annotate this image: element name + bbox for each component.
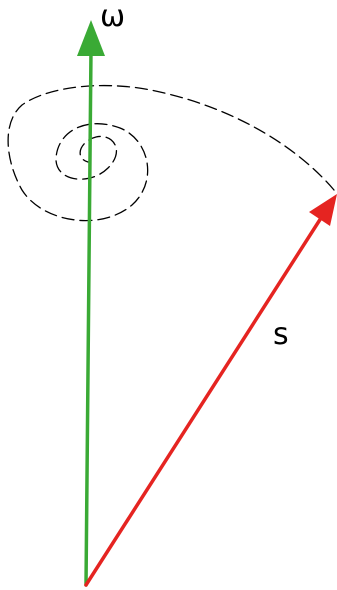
spiral-trajectory <box>7 84 335 222</box>
s-label: s <box>273 317 289 352</box>
omega-vector <box>77 20 105 587</box>
s-vector-arrowhead <box>309 194 337 226</box>
s-vector <box>84 194 337 587</box>
omega-label: ω <box>100 0 125 34</box>
omega-vector-arrowhead <box>77 20 105 56</box>
omega-vector-shaft <box>84 48 93 587</box>
s-vector-shaft <box>84 216 323 587</box>
